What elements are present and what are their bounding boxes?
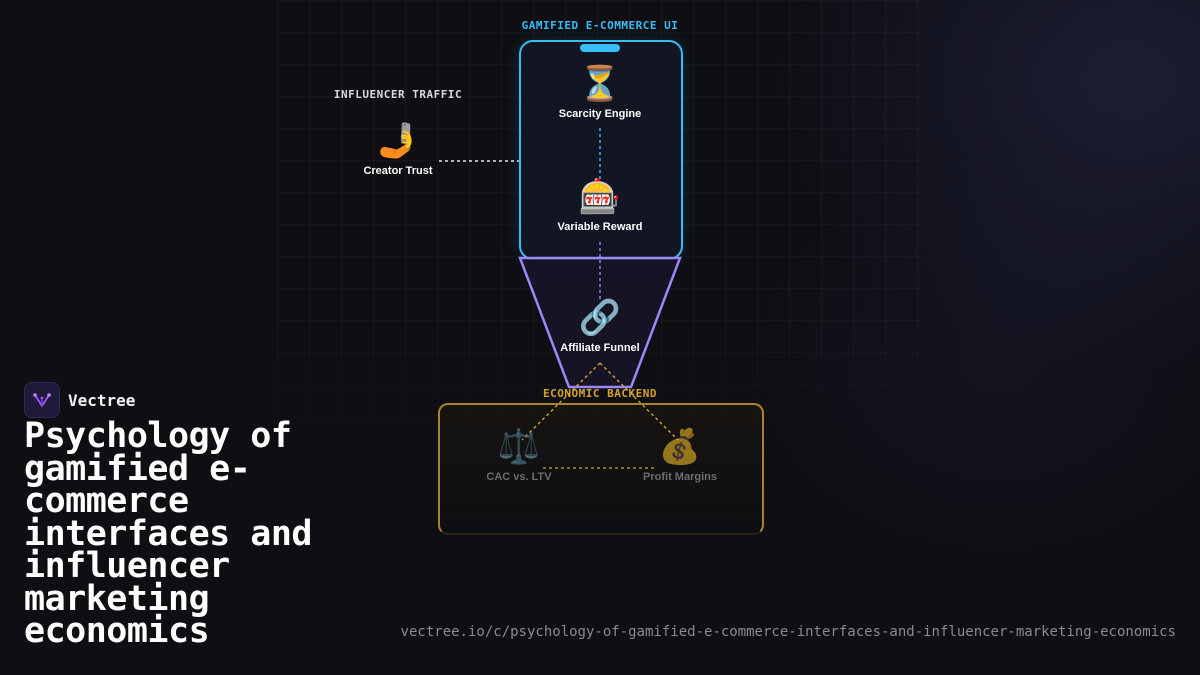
scales-icon: ⚖️ — [497, 427, 541, 467]
slot-machine-icon: 🎰 — [578, 177, 622, 217]
node-variable-reward: 🎰 Variable Reward — [558, 177, 643, 233]
economic-backend-box — [438, 403, 764, 535]
connector-funnel-to-cac — [521, 362, 601, 441]
link-icon: 🔗 — [578, 298, 622, 338]
hourglass-icon: ⏳ — [578, 64, 622, 104]
phone-frame — [519, 40, 683, 260]
node-affiliate-funnel: 🔗 Affiliate Funnel — [560, 298, 639, 354]
profit-margins-label: Profit Margins — [643, 471, 717, 483]
connector-funnel-to-profit — [599, 362, 679, 441]
affiliate-funnel-shape — [518, 256, 682, 389]
node-cac-ltv: ⚖️ CAC vs. LTV — [486, 427, 551, 483]
page-title: Psychology of gamified e-commerce interf… — [24, 416, 313, 651]
node-profit-margins: 💰 Profit Margins — [643, 427, 717, 483]
node-scarcity-engine: ⏳ Scarcity Engine — [559, 64, 642, 120]
brand: Vectree — [24, 382, 135, 418]
node-creator-trust: 🤳 Creator Trust — [363, 121, 432, 177]
scarcity-engine-label: Scarcity Engine — [558, 108, 642, 120]
variable-reward-label: Variable Reward — [557, 221, 643, 233]
gamified-ui-label: GAMIFIED E-COMMERCE UI — [521, 19, 679, 32]
vectree-logo-icon — [24, 382, 60, 418]
phone-notch — [580, 44, 620, 52]
affiliate-funnel-label: Affiliate Funnel — [560, 342, 640, 354]
cac-ltv-label: CAC vs. LTV — [486, 471, 552, 483]
money-bag-icon: 💰 — [658, 427, 702, 467]
creator-trust-label: Creator Trust — [363, 165, 433, 177]
selfie-icon: 🤳 — [376, 121, 420, 161]
economic-backend-label: ECONOMIC BACKEND — [543, 387, 657, 400]
brand-name: Vectree — [68, 390, 136, 410]
page-url: vectree.io/c/psychology-of-gamified-e-co… — [400, 624, 1176, 640]
influencer-traffic-label: INFLUENCER TRAFFIC — [333, 88, 463, 101]
